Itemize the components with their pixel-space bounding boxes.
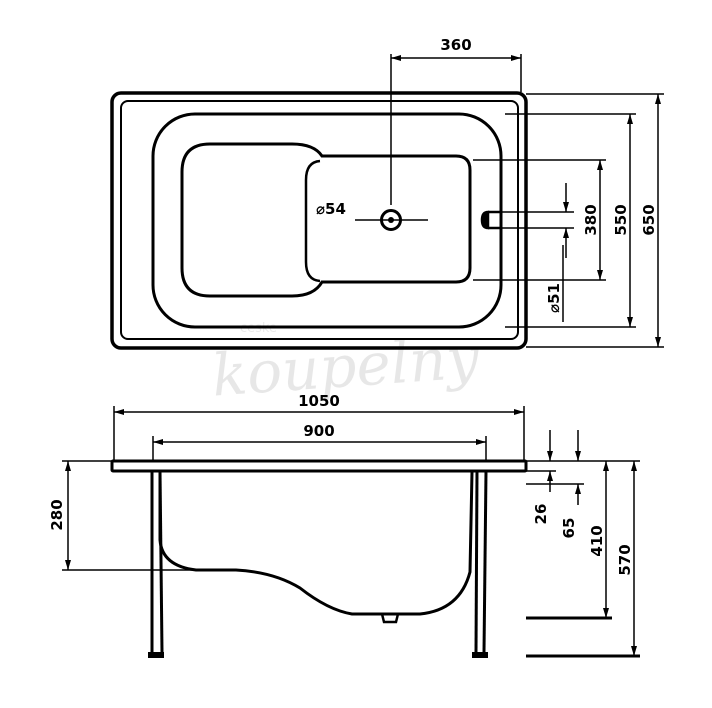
arrow-overflow-top (563, 202, 569, 212)
leg-left-inner (158, 470, 164, 653)
side-rim (110, 459, 528, 473)
arrow-280-bottom (65, 560, 71, 570)
arrow-360-left (391, 55, 401, 61)
arrow-650-bottom (655, 337, 661, 347)
leg-right-inner (474, 470, 479, 653)
arrow-650-top (655, 94, 661, 104)
dim-550-label: 550 (612, 204, 630, 235)
watermark-logo: koupelny ceske (210, 321, 483, 410)
overflow-hole (480, 210, 490, 230)
basin-outline (151, 112, 503, 329)
dim-360-label: 360 (440, 36, 471, 54)
arrow-65-top (575, 451, 581, 461)
arrow-570-bottom (631, 646, 637, 656)
dim-280-label: 280 (48, 499, 66, 530)
side-view-arrowheads (65, 409, 637, 656)
dim-d54-label: ⌀54 (316, 200, 346, 218)
leg-right-outer (482, 470, 488, 653)
side-tub-profile (158, 471, 474, 616)
dim-d51-label: ⌀51 (545, 283, 563, 313)
arrow-360-right (511, 55, 521, 61)
leg-left-foot (148, 652, 164, 658)
seat-floor-outline (180, 142, 472, 298)
tub-outer-rim (110, 91, 528, 350)
dim-410-label: 410 (588, 525, 606, 556)
top-view-arrowheads (391, 55, 661, 347)
tub-inner-rim (120, 100, 519, 340)
side-view (62, 406, 640, 658)
dim-650-label: 650 (640, 204, 658, 235)
arrow-570-top (631, 461, 637, 471)
arrow-280-top (65, 461, 71, 471)
dim-1050-label: 1050 (298, 392, 340, 410)
arrow-1050-left (114, 409, 124, 415)
dim-570-label: 570 (616, 544, 634, 575)
arrow-380-bottom (597, 270, 603, 280)
arrow-26-top (547, 451, 553, 461)
side-drain-outlet (380, 613, 400, 624)
seat-step-line (304, 159, 321, 283)
dim-65-label: 65 (560, 518, 578, 539)
dim-26-label: 26 (532, 504, 550, 525)
arrow-900-right (476, 439, 486, 445)
dim-900-label: 900 (303, 422, 334, 440)
arrow-26-bottom (547, 471, 553, 481)
leg-right-foot (472, 652, 488, 658)
arrow-550-top (627, 114, 633, 124)
arrow-900-left (153, 439, 163, 445)
arrow-1050-right (514, 409, 524, 415)
arrow-550-bottom (627, 317, 633, 327)
arrow-overflow-bottom (563, 228, 569, 238)
arrow-410-bottom (603, 608, 609, 618)
arrow-65-bottom (575, 484, 581, 494)
dim-380-label: 380 (582, 204, 600, 235)
top-view (110, 54, 664, 350)
arrow-410-top (603, 461, 609, 471)
arrow-380-top (597, 160, 603, 170)
